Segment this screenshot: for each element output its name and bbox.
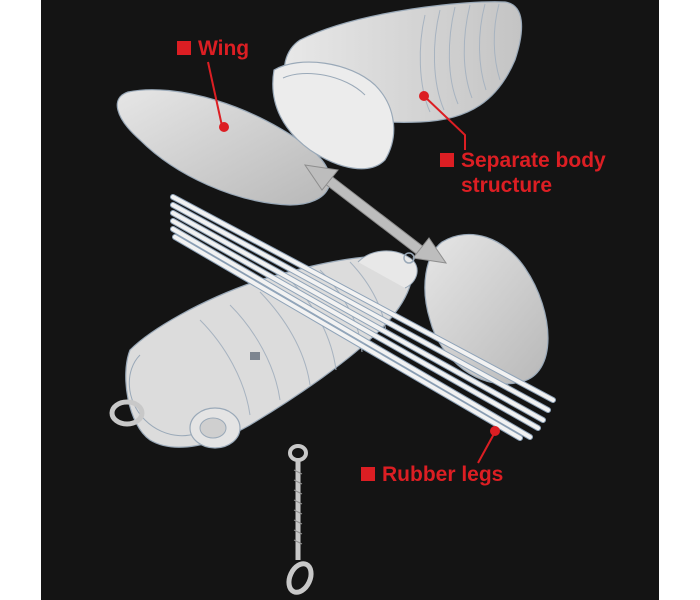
body-leader-line <box>423 95 466 150</box>
legs-leader-line <box>477 431 496 464</box>
legs-callout-dot-icon <box>490 426 500 436</box>
rubber-legs-label: Rubber legs <box>382 463 504 486</box>
body-callout-dot-icon <box>419 91 429 101</box>
wing-leader-line <box>207 61 223 127</box>
red-square-icon <box>177 41 191 55</box>
upper-wing-part <box>116 89 331 206</box>
exploded-lure-diagram <box>109 1 556 595</box>
line-tie-ring-icon <box>109 399 145 427</box>
rubber-legs-part <box>170 194 556 441</box>
wing-label: Wing <box>198 37 250 60</box>
wing-callout: Wing <box>177 36 249 61</box>
red-square-icon <box>361 467 375 481</box>
callout-leaders <box>207 61 500 464</box>
red-square-icon <box>440 153 454 167</box>
diagram-panel: Wing Separate body structure Rubber legs <box>41 0 659 600</box>
wing-arrow-icon <box>303 164 448 264</box>
upper-body-part <box>272 1 523 170</box>
wing-callout-dot-icon <box>219 122 229 132</box>
legs-callout: Rubber legs <box>361 462 503 487</box>
body-callout: Separate body structure <box>440 148 606 198</box>
separate-body-structure-label: Separate body structure <box>461 149 606 197</box>
screw-eye-icon <box>286 444 314 595</box>
